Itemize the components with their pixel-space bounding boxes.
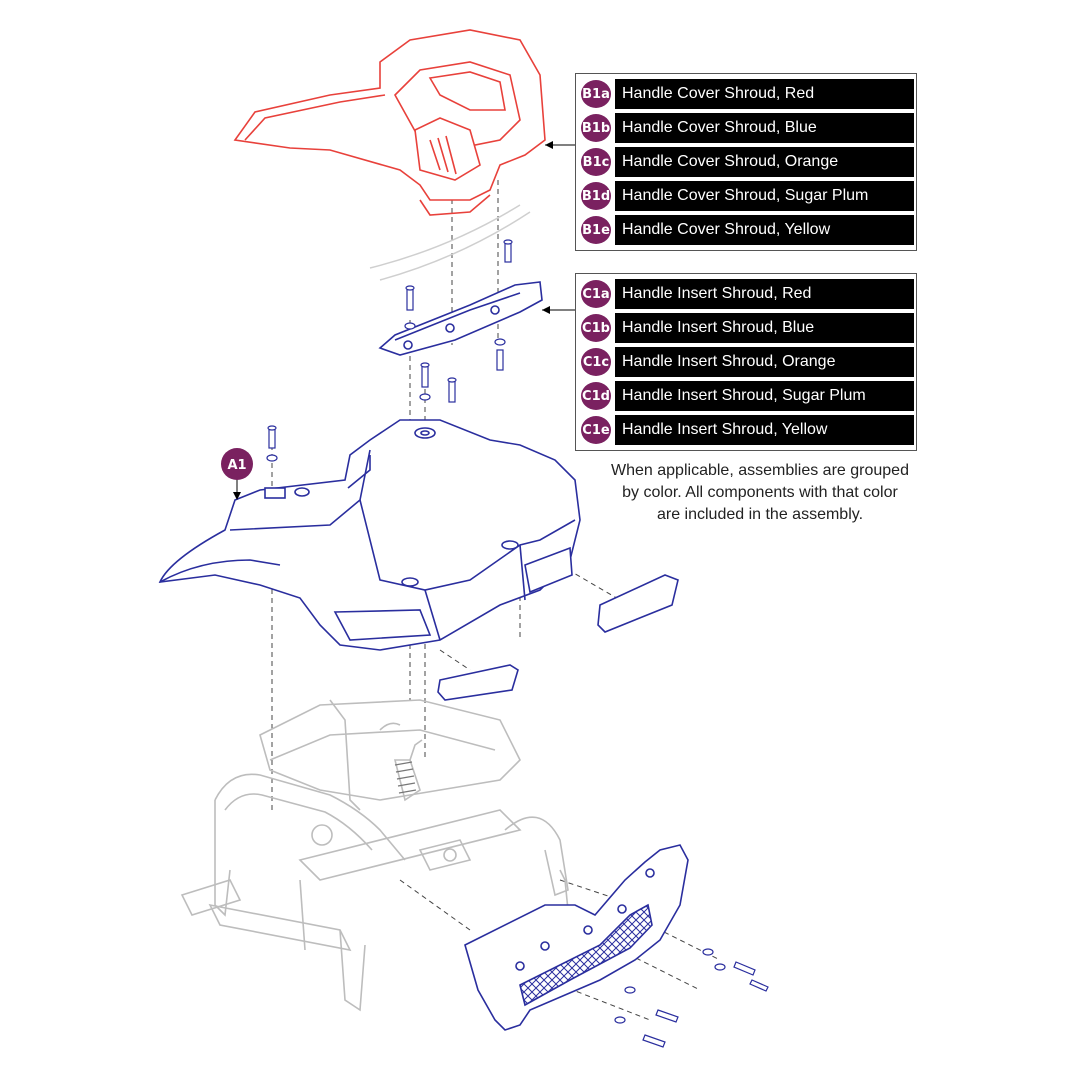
part-label: Handle Cover Shroud, Yellow xyxy=(615,215,914,245)
part-code-badge: B1c xyxy=(581,148,611,176)
part-label: Handle Insert Shroud, Orange xyxy=(615,347,914,377)
part-code-badge: C1b xyxy=(581,314,611,342)
part-label: Handle Cover Shroud, Sugar Plum xyxy=(615,181,914,211)
part-code-badge: C1c xyxy=(581,348,611,376)
handle-insert-shroud xyxy=(378,281,543,356)
cover-leader-arrow xyxy=(545,141,553,149)
part-label: Handle Cover Shroud, Blue xyxy=(615,113,914,143)
a1-leader-arrow xyxy=(233,492,241,500)
assembly-note-line: When applicable, assemblies are grouped xyxy=(611,462,909,479)
assembly-note-line: by color. All components with that color xyxy=(622,484,898,501)
part-code-badge: B1e xyxy=(581,216,611,244)
gasket-outlines xyxy=(369,204,531,281)
chassis-frame xyxy=(180,699,569,1012)
part-code-badge: B1d xyxy=(581,182,611,210)
grille-panel xyxy=(464,844,689,1031)
insert-leader-arrow xyxy=(542,306,550,314)
suspension-spring xyxy=(394,761,417,794)
part-code-badge: C1e xyxy=(581,416,611,444)
part-label: Handle Insert Shroud, Yellow xyxy=(615,415,914,445)
rear-shroud xyxy=(158,419,581,651)
part-label: Handle Cover Shroud, Orange xyxy=(615,147,914,177)
part-label: Handle Cover Shroud, Red xyxy=(615,79,914,109)
part-code-badge: B1a xyxy=(581,80,611,108)
reflector-lenses xyxy=(437,574,679,701)
handle-cover-shroud xyxy=(233,29,546,216)
assembly-note-line: are included in the assembly. xyxy=(656,506,864,523)
part-code-badge: B1b xyxy=(581,114,611,142)
fasteners xyxy=(266,239,513,462)
assembly-note: When applicable, assemblies are grouped … xyxy=(590,460,930,526)
part-code-badge: C1d xyxy=(581,382,611,410)
part-code-badge: C1a xyxy=(581,280,611,308)
a1-callout: A1 xyxy=(221,448,253,480)
part-label: Handle Insert Shroud, Blue xyxy=(615,313,914,343)
part-label: Handle Insert Shroud, Sugar Plum xyxy=(615,381,914,411)
front-bolts xyxy=(614,948,769,1048)
a1-callout-label: A1 xyxy=(227,458,246,473)
part-label: Handle Insert Shroud, Red xyxy=(615,279,914,309)
